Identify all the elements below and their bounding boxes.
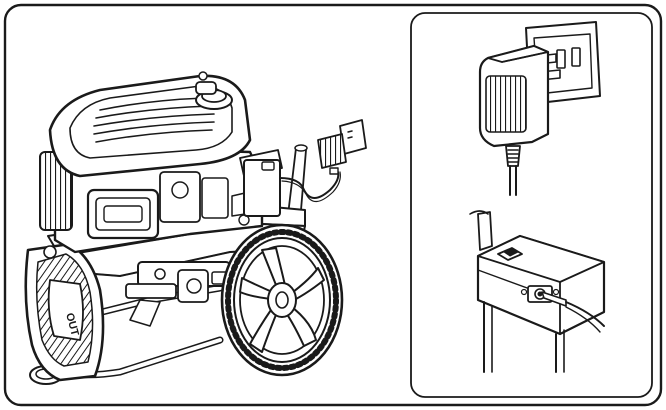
charger-cord — [279, 171, 341, 203]
small-wall-adapter — [317, 119, 367, 175]
front-cover: OUT — [24, 242, 105, 382]
inset-charger-illustration — [478, 21, 601, 196]
inset-battery-box-illustration — [469, 210, 606, 373]
pressure-washer-illustration: OUT — [24, 71, 367, 385]
engine — [39, 71, 264, 254]
rear-wheel — [220, 223, 344, 377]
battery-box — [239, 149, 283, 217]
brand-logo: OUT — [63, 312, 81, 338]
